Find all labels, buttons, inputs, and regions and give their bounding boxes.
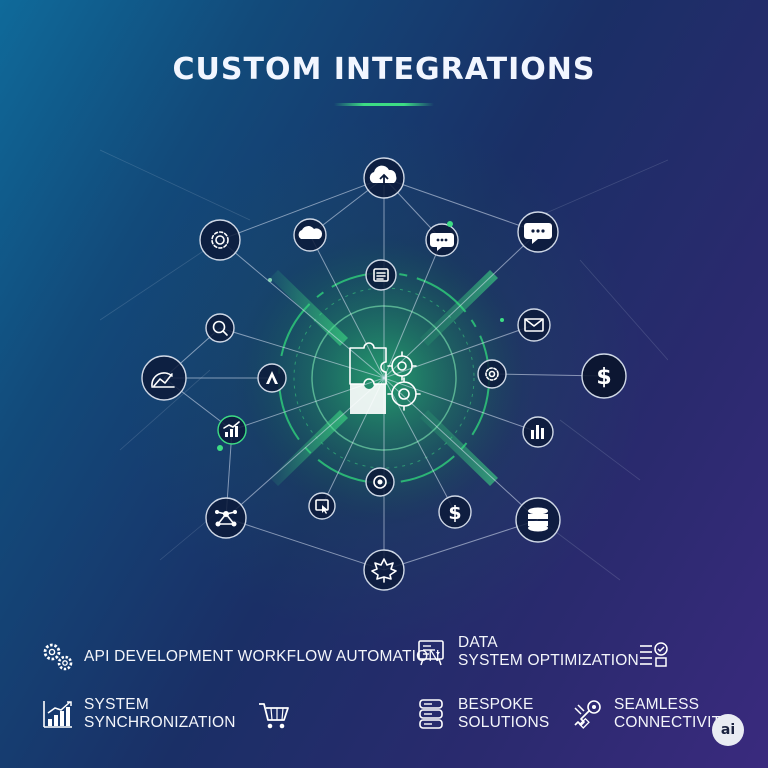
maple-leaf-icon[interactable] bbox=[363, 549, 405, 591]
feature-label: SYSTEM SYNCHRONIZATION bbox=[84, 696, 236, 731]
feature-label: BESPOKE SOLUTIONS bbox=[458, 696, 550, 731]
chart-up-icon[interactable] bbox=[217, 415, 247, 445]
background-web bbox=[100, 149, 668, 581]
plug-key-icon bbox=[574, 700, 601, 729]
feature-cart bbox=[256, 698, 300, 732]
search-user-icon[interactable] bbox=[205, 313, 235, 343]
data-board-icon bbox=[418, 640, 444, 666]
cloud-icon[interactable] bbox=[293, 218, 327, 252]
database-icon[interactable] bbox=[515, 497, 561, 543]
svg-text:$: $ bbox=[596, 365, 611, 390]
mail-icon[interactable] bbox=[517, 308, 551, 342]
svg-text:$: $ bbox=[448, 502, 461, 524]
feature-checklist bbox=[636, 638, 680, 672]
integration-network-diagram: $ bbox=[100, 149, 668, 591]
feature-label: DATA SYSTEM OPTIMIZATION bbox=[458, 634, 639, 669]
feature-system-synchronization: SYSTEM SYNCHRONIZATION bbox=[40, 696, 236, 732]
document-icon[interactable] bbox=[365, 259, 397, 291]
chat-icon[interactable] bbox=[425, 223, 459, 257]
chat-bubble-icon[interactable] bbox=[517, 211, 559, 253]
gear-icon[interactable] bbox=[199, 219, 241, 261]
touch-icon[interactable] bbox=[308, 492, 336, 520]
dollar-small-icon[interactable]: $ bbox=[438, 495, 472, 529]
feature-bespoke-solutions: BESPOKE SOLUTIONS bbox=[414, 696, 549, 732]
api-icon[interactable] bbox=[257, 363, 287, 393]
cloud-upload-icon[interactable] bbox=[363, 157, 405, 199]
analytics-icon[interactable] bbox=[141, 355, 187, 401]
title-underline bbox=[334, 103, 434, 106]
feature-seamless-connectivity: SEAMLESS CONNECTIVITY bbox=[570, 696, 732, 732]
feature-api-development: API DEVELOPMENT WORKFLOW AUTOMATION bbox=[40, 640, 440, 674]
puzzle-gears-icon bbox=[349, 342, 421, 414]
gear-small-icon[interactable] bbox=[477, 359, 507, 389]
growth-chart-icon bbox=[43, 701, 72, 728]
dollar-icon[interactable]: $ bbox=[581, 353, 627, 399]
feature-data-optimization: DATA SYSTEM OPTIMIZATION bbox=[414, 634, 639, 670]
ai-badge: ai bbox=[712, 714, 744, 746]
page-title: CUSTOM INTEGRATIONS bbox=[172, 52, 596, 87]
cart-icon bbox=[259, 703, 289, 729]
hub-ring-dotted bbox=[293, 287, 475, 469]
bar-chart-icon[interactable] bbox=[522, 416, 554, 448]
checklist-icon bbox=[640, 642, 668, 667]
feature-list: API DEVELOPMENT WORKFLOW AUTOMATION DATA… bbox=[30, 630, 750, 750]
feature-label: SEAMLESS CONNECTIVITY bbox=[614, 696, 732, 731]
network-icon[interactable] bbox=[205, 497, 247, 539]
gears-icon bbox=[43, 643, 73, 671]
glow-dots bbox=[217, 221, 504, 451]
server-icon bbox=[419, 699, 443, 729]
feature-label: API DEVELOPMENT WORKFLOW AUTOMATION bbox=[84, 648, 440, 665]
fingerprint-icon[interactable] bbox=[365, 467, 395, 497]
